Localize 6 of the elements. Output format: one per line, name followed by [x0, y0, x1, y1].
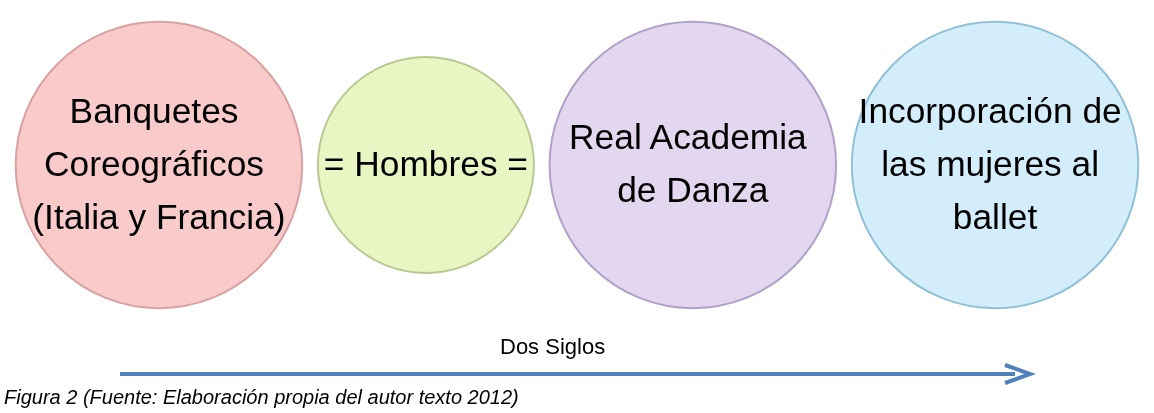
figure-caption: Figura 2 (Fuente: Elaboración propia del autor texto 2012) — [4, 386, 519, 409]
node-circle: Banquetes Coreográficos (Italia y Francia) — [14, 20, 304, 310]
node-circle: Incorporación de las mujeres al ballet — [850, 20, 1140, 310]
node-circle: = Hombres = — [316, 56, 535, 274]
timeline-label: Dos Siglos — [500, 334, 606, 360]
node-circle: Real Academia de Danza — [548, 20, 838, 310]
